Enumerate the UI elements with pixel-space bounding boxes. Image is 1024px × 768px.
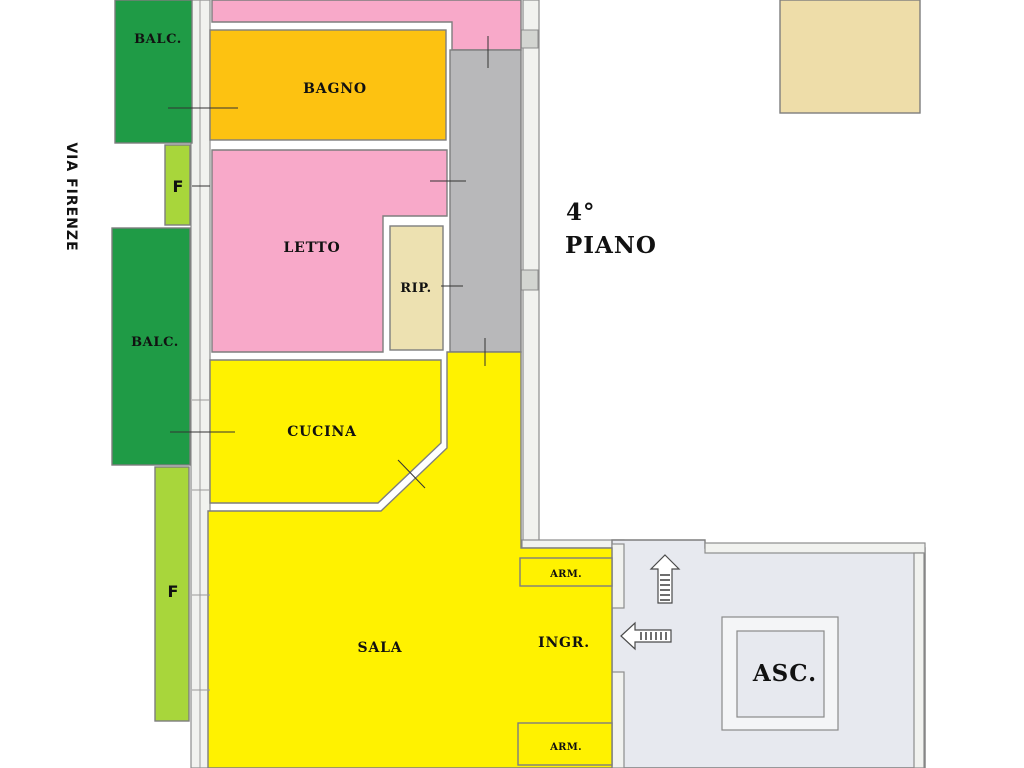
wardrobe-bottom [517, 722, 613, 766]
entrance-label: INGR. [538, 635, 590, 651]
balcony-top [114, 0, 193, 144]
floor-label: PIANO [565, 232, 657, 259]
bedroom-label: LETTO [283, 240, 340, 256]
landing-right-wall [913, 552, 925, 768]
landing-top-wall [704, 542, 926, 554]
window-strip-bottom-label: F [168, 582, 179, 601]
entrance-wall-upper [611, 543, 625, 609]
window-strip-top-label: F [173, 177, 184, 196]
door-marks [168, 36, 489, 691]
neighbor-block [779, 0, 921, 114]
landing-area: ASC. [611, 539, 926, 768]
street-label: VIA FIRENZE [63, 142, 79, 251]
entrance-top-wall [521, 539, 625, 549]
storage-room [389, 225, 444, 351]
entrance-wall-lower [611, 671, 625, 768]
balcony-middle [111, 227, 191, 466]
balcony-middle-label: BALC. [131, 335, 179, 350]
up-arrow-icon [649, 554, 681, 604]
elevator-shaft-inner [736, 630, 825, 718]
wardrobe-bottom-label: ARM. [549, 742, 582, 753]
living-room-label: SALA [358, 640, 403, 656]
window-strip-top [164, 144, 191, 226]
walls [190, 0, 625, 768]
bathroom [209, 29, 447, 141]
window-strip-bottom [154, 466, 190, 722]
left-arrow-icon [620, 621, 672, 651]
bathroom-label: BAGNO [303, 81, 367, 97]
corridor [449, 49, 522, 353]
kitchen-label: CUCINA [287, 424, 357, 440]
bedroom [211, 149, 448, 353]
kitchen [209, 359, 442, 504]
balconies: BALC. F BALC. F [111, 0, 193, 722]
floor-number: 4° [566, 199, 596, 226]
balcony-top-label: BALC. [134, 32, 182, 47]
elevator-label: ASC. [752, 660, 817, 687]
storage-label: RIP. [400, 281, 431, 296]
wardrobe-top-label: ARM. [549, 569, 582, 580]
living-room [207, 351, 613, 768]
rooms: BAGNO LETTO RIP. SALA CUCINA INGR. ARM. … [207, 0, 613, 768]
wardrobe-top [519, 557, 613, 587]
